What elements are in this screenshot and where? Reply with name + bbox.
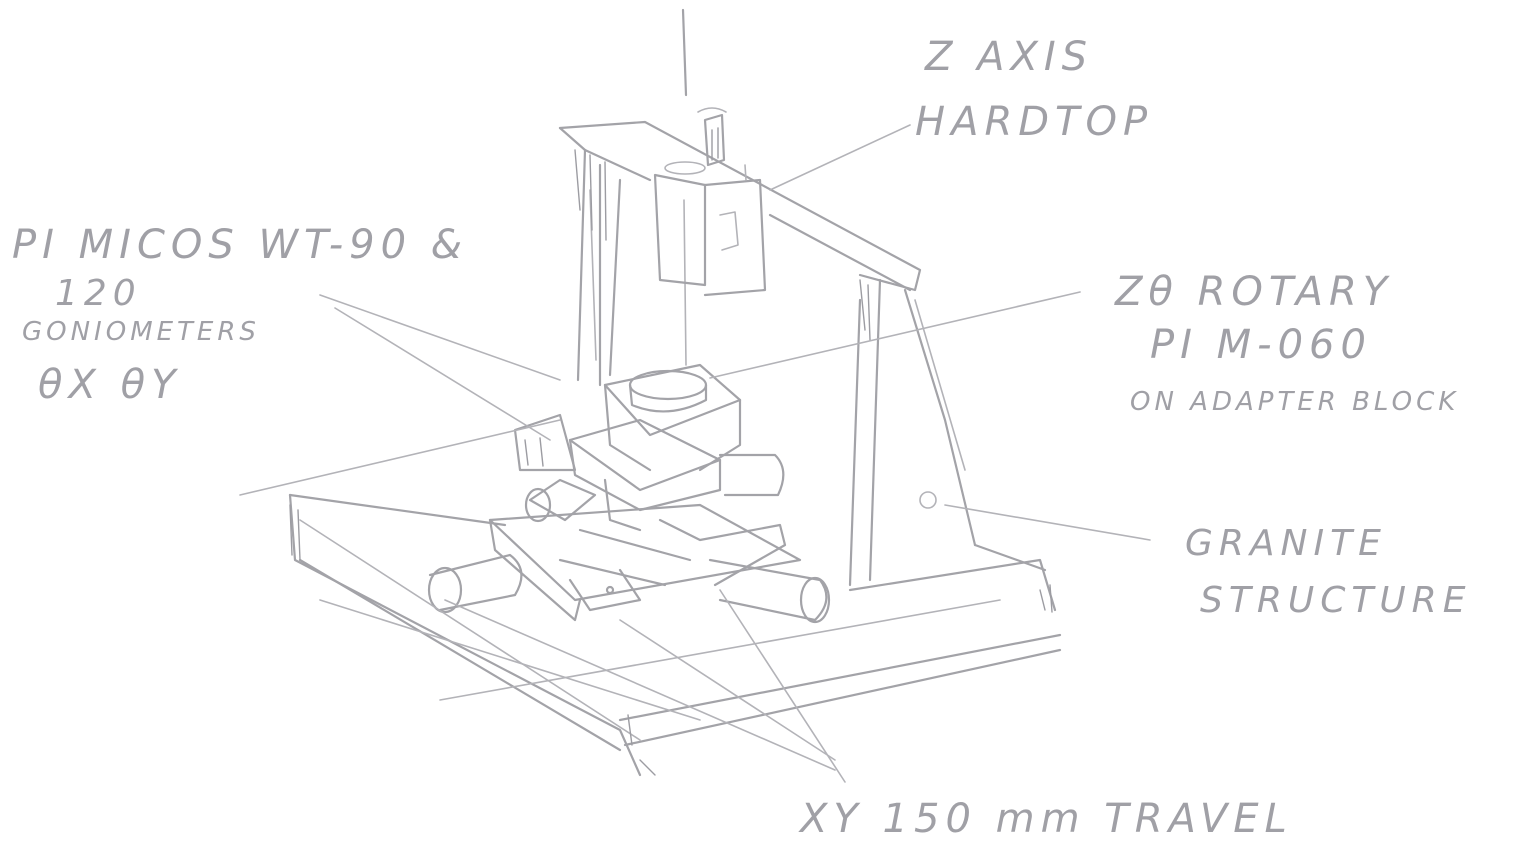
label-xy-travel: XY 150 mm TRAVEL (798, 796, 1293, 842)
granite-base (239, 419, 1062, 777)
label-hardtop: HARDTOP (915, 99, 1153, 145)
label-goniometer-2: 120 (55, 273, 142, 314)
label-granite-1: GRANITE (1185, 523, 1387, 564)
label-goniometer-4: θX θY (38, 362, 182, 408)
label-goniometer-3: GONIOMETERS (22, 317, 260, 347)
xy-stage (427, 503, 831, 624)
label-granite-2: STRUCTURE (1200, 580, 1471, 621)
label-rotary-1: Zθ ROTARY (1114, 269, 1393, 315)
label-rotary-3: ON ADAPTER BLOCK (1130, 387, 1459, 417)
granite-bridge (558, 120, 977, 587)
rotary-stage (513, 363, 785, 532)
leader-lines (319, 124, 1151, 783)
label-rotary-2: PI M-060 (1150, 322, 1372, 368)
z-axis-carriage (653, 107, 767, 297)
label-z-axis: Z AXIS (924, 34, 1093, 80)
label-goniometer-1: PI MICOS WT-90 & (12, 222, 468, 268)
axis-line (681, 8, 688, 97)
